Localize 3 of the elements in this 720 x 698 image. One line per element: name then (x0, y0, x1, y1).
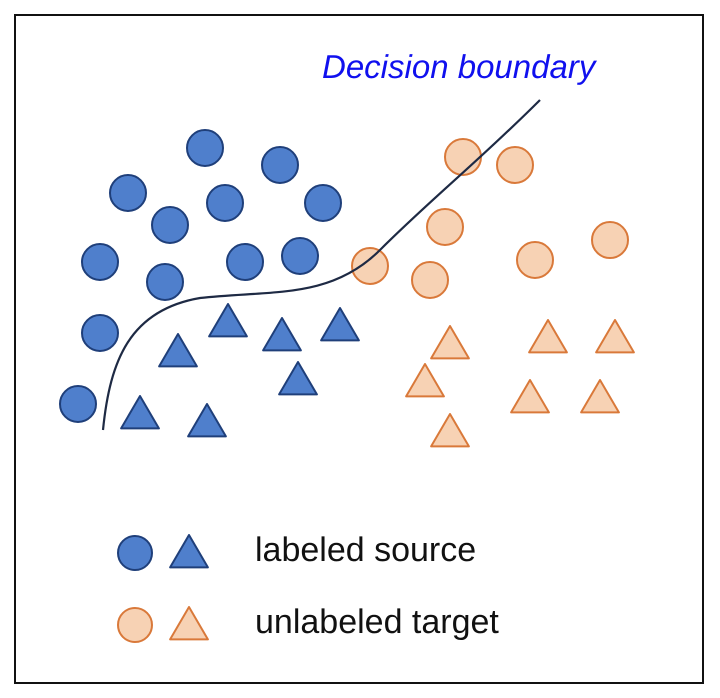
legend-label: labeled source (255, 531, 476, 570)
legend-label: unlabeled target (255, 603, 499, 642)
boundary-label: Decision boundary (322, 48, 596, 86)
